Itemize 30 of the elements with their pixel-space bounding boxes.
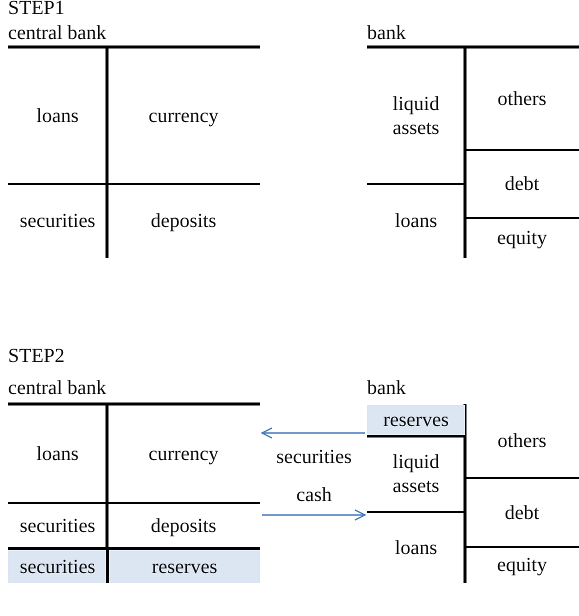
account-title: bank: [367, 377, 406, 399]
account-entry: loans: [8, 47, 107, 184]
account-entry: deposits: [107, 503, 260, 548]
t-account: [6, 377, 262, 585]
highlighted-entry: reserves: [106, 547, 260, 583]
account-entry: liquid assets: [367, 436, 465, 512]
account-entry: currency: [107, 404, 260, 503]
account-entry: loans: [8, 404, 107, 503]
account-title: central bank: [8, 22, 106, 44]
highlighted-entry: securities: [8, 547, 107, 583]
account-entry: securities: [8, 184, 107, 258]
account-title: central bank: [8, 377, 106, 399]
account-entry: debt: [465, 478, 579, 547]
highlighted-entry: reserves: [367, 405, 465, 435]
arrow: [262, 509, 366, 521]
account-entry: loans: [367, 184, 465, 258]
account-entry: currency: [107, 47, 260, 184]
account-entry: debt: [465, 150, 579, 218]
account-entry: deposits: [107, 184, 260, 258]
account-entry: others: [465, 47, 579, 150]
account-title: bank: [367, 22, 406, 44]
step-heading: STEP1: [8, 0, 65, 20]
step-heading: STEP2: [8, 345, 65, 368]
account-entry: liquid assets: [367, 47, 465, 184]
account-entry: others: [465, 404, 579, 478]
account-entry: loans: [367, 512, 465, 583]
account-entry: equity: [465, 218, 579, 258]
account-entry: securities: [8, 503, 107, 548]
account-entry: equity: [465, 547, 579, 583]
arrow: [261, 427, 365, 439]
